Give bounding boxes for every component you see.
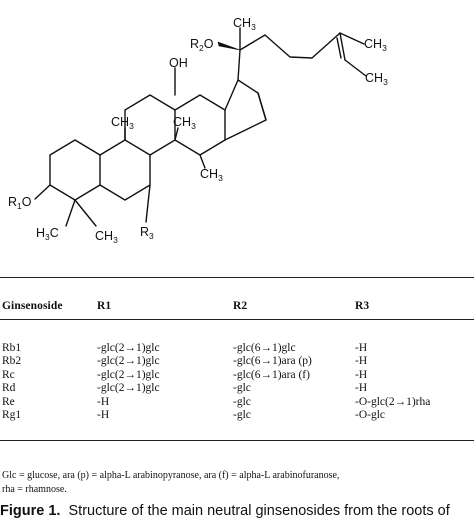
header-ginsenoside: Ginsenoside bbox=[2, 300, 63, 312]
c30-methyl-bond bbox=[199, 154, 206, 169]
h3c-label: H3C bbox=[36, 226, 59, 242]
caption-label: Figure 1. bbox=[0, 503, 61, 519]
cell-r1: -glc(2→1)glc bbox=[97, 382, 160, 395]
r1o-label: R1O bbox=[8, 195, 32, 211]
ch3-end2-label: CH3 bbox=[365, 71, 388, 87]
side-chain-bond bbox=[237, 49, 241, 81]
cell-r3: -O-glc(2→1)rha bbox=[355, 395, 431, 408]
cell-r2: -glc bbox=[233, 382, 251, 395]
cell-r2: -glc(6→1)glc bbox=[233, 342, 296, 354]
footnote-line-2: rha = rhamnose. bbox=[2, 484, 67, 495]
c4-methyl-bond-1 bbox=[65, 199, 76, 227]
cell-r3: -O-glc bbox=[355, 409, 386, 421]
c4-methyl-bond-2 bbox=[74, 199, 97, 227]
cell-r1: -glc(2→1)glc bbox=[97, 355, 160, 368]
cell-r1: -glc(2→1)glc bbox=[97, 368, 160, 381]
cell-r3: -H bbox=[355, 342, 368, 354]
ginsenoside-structure-diagram: R2O CH3 CH3 CH3 OH CH3 CH3 CH3 R1O H3C C… bbox=[8, 16, 388, 245]
cell-r2: -glc bbox=[233, 409, 251, 421]
ring-b bbox=[99, 139, 151, 201]
cell-r2: -glc bbox=[233, 395, 251, 408]
ch3-c29-label: CH3 bbox=[95, 229, 118, 245]
side-chain-methyl-1 bbox=[339, 32, 365, 45]
table-top-rule bbox=[0, 277, 474, 278]
ch3-side-label: CH3 bbox=[233, 16, 256, 32]
cell-name: Rb1 bbox=[2, 342, 22, 354]
cell-r2: -glc(6→1)ara (f) bbox=[233, 368, 310, 381]
figure-caption: Figure 1. Structure of the main neutral … bbox=[0, 503, 474, 520]
ch3-end1-label: CH3 bbox=[364, 37, 387, 53]
table-bottom-rule bbox=[0, 440, 474, 441]
c18-methyl-bond bbox=[174, 127, 179, 141]
side-chain bbox=[239, 32, 346, 61]
side-chain-methyl-2 bbox=[344, 59, 367, 77]
cell-r1: -H bbox=[97, 409, 110, 421]
ch3-c19-label: CH3 bbox=[111, 115, 134, 131]
footnote-line-1: Glc = glucose, ara (p) = alpha-L arabino… bbox=[2, 470, 340, 481]
c20-wedge-bond bbox=[217, 41, 241, 51]
cell-r3: -H bbox=[355, 382, 368, 395]
alkene-double-bond bbox=[336, 37, 342, 59]
cell-r1: -glc(2→1)glc bbox=[97, 342, 160, 354]
cell-r3: -H bbox=[355, 355, 368, 368]
header-r2: R2 bbox=[233, 300, 248, 312]
cell-name: Rd bbox=[2, 382, 16, 395]
header-r1: R1 bbox=[97, 300, 112, 312]
cell-r1: -H bbox=[97, 395, 110, 408]
caption-text: Structure of the main neutral ginsenosid… bbox=[68, 503, 450, 519]
c6-r3-bond bbox=[145, 184, 151, 223]
r2o-label: R2O bbox=[190, 37, 214, 53]
ring-a bbox=[49, 139, 101, 201]
table-header-rule bbox=[0, 319, 474, 320]
cell-r2: -glc(6→1)ara (p) bbox=[233, 355, 312, 368]
ring-e bbox=[224, 79, 267, 141]
ch3-c30-label: CH3 bbox=[200, 167, 223, 183]
oh-label: OH bbox=[169, 56, 188, 70]
ring-d bbox=[174, 94, 226, 156]
ring-e-bond bbox=[257, 92, 267, 121]
header-r3: R3 bbox=[355, 300, 370, 312]
cell-name: Rb2 bbox=[2, 355, 22, 368]
cell-name: Rc bbox=[2, 368, 15, 381]
c3-oxygen-bond bbox=[34, 184, 51, 200]
ring-c bbox=[124, 94, 176, 156]
cell-r3: -H bbox=[355, 368, 368, 381]
cell-name: Rg1 bbox=[2, 409, 22, 421]
cell-name: Re bbox=[2, 395, 15, 408]
ch3-c18-label: CH3 bbox=[173, 115, 196, 131]
r3-label: R3 bbox=[140, 225, 154, 241]
